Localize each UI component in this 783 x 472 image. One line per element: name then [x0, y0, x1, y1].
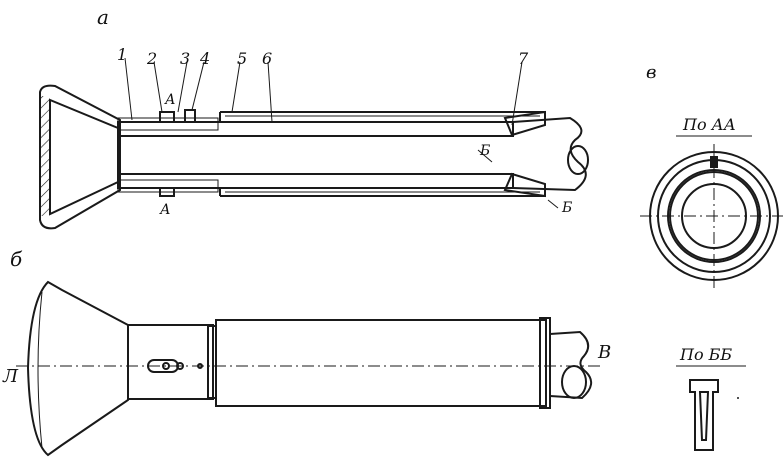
- section-title-bb: По ББ: [679, 345, 732, 364]
- coupling-body: [127, 324, 214, 400]
- leader-1: [124, 57, 133, 121]
- leader-6: [267, 61, 273, 123]
- view-label-a: а: [97, 5, 109, 29]
- leader-7: [511, 61, 523, 126]
- section-mark-b-right: Б: [561, 200, 572, 216]
- part-number-2: 2: [146, 49, 157, 68]
- leader-4: [191, 61, 205, 111]
- section-bb-profile: [689, 379, 719, 451]
- part-number-3: 3: [180, 49, 190, 68]
- bell-mouth: [39, 84, 121, 230]
- sleeve-body: [215, 319, 547, 407]
- leader-b-right: [547, 199, 559, 209]
- pipe-broken-end: [512, 116, 587, 192]
- section-mark-left: Л: [2, 366, 19, 387]
- leader-3: [177, 61, 188, 113]
- collar-top: [117, 117, 219, 131]
- section-mark-right: В: [597, 342, 611, 363]
- leader-b-mid: [477, 149, 493, 163]
- part-number-1: 1: [117, 45, 127, 64]
- sleeve-end-band: [539, 317, 551, 409]
- section-mark-a-top: А: [164, 92, 176, 108]
- view-label-v: в: [646, 62, 656, 83]
- view-b-exterior: [16, 280, 600, 457]
- section-aa-pin: [710, 156, 718, 168]
- seal-bottom: [503, 172, 546, 198]
- section-bb-inner: [698, 391, 710, 441]
- bell-rim-line: [37, 291, 43, 449]
- bell-wall-hatch: [40, 96, 50, 216]
- view-a-section: [39, 57, 589, 230]
- bolt-hole-1: [162, 362, 170, 370]
- speck: [737, 397, 739, 399]
- part-number-4: 4: [199, 49, 210, 68]
- part-number-7: 7: [518, 49, 529, 68]
- pipe-wall-bottom: [117, 173, 514, 189]
- section-mark-b-mid: Б: [479, 143, 490, 159]
- section-bb-view: [689, 379, 739, 451]
- part-number-6: 6: [262, 49, 272, 68]
- section-mark-a-bottom: А: [159, 202, 171, 218]
- leader-5: [231, 61, 241, 113]
- pin-bottom: [159, 187, 175, 197]
- bell-exterior: [26, 280, 129, 457]
- view-label-b: б: [10, 247, 23, 271]
- pin-3: [159, 111, 175, 123]
- pipe-exterior-ellipse: [561, 365, 587, 399]
- pipe-wall-top: [117, 121, 514, 137]
- part-number-5: 5: [237, 49, 247, 68]
- collar-bottom: [117, 179, 219, 193]
- pipe-exterior-end: [549, 330, 593, 400]
- ring-4: [184, 109, 196, 123]
- seal-top: [503, 110, 546, 137]
- pipe-end-ellipse: [567, 145, 589, 175]
- section-aa-view: [640, 144, 783, 288]
- section-title-aa: По АА: [682, 115, 736, 134]
- leader-2: [153, 61, 163, 113]
